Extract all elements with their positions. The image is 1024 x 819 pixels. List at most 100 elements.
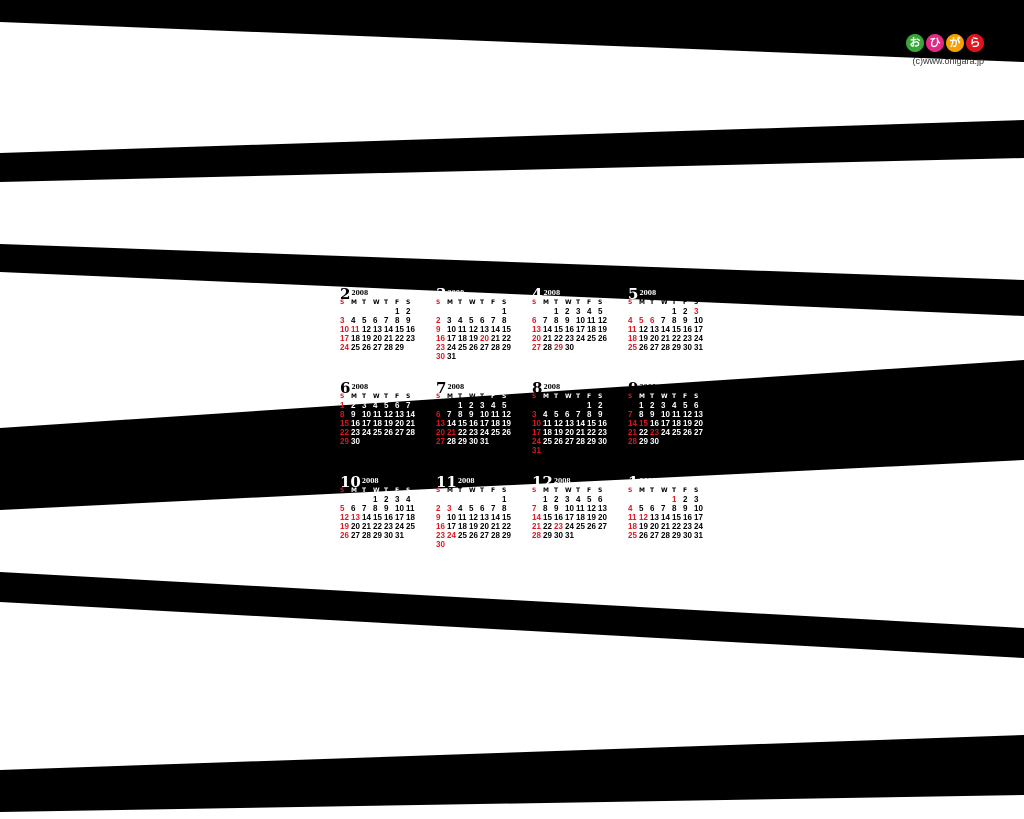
weekday-label: W [661, 487, 668, 494]
stripe-1 [0, 0, 1024, 62]
day-cell: 9 [683, 504, 688, 513]
day-cell: 26 [639, 531, 648, 540]
day-cell: 17 [565, 513, 574, 522]
day-cell: 27 [480, 343, 489, 352]
day-cell: 2 [436, 504, 441, 513]
day-cell: 30 [565, 343, 574, 352]
day-cell: 27 [650, 531, 659, 540]
empty-cell [554, 401, 565, 410]
weekday-label: T [650, 487, 655, 494]
day-cell: 9 [683, 316, 688, 325]
day-cell: 8 [373, 504, 378, 513]
day-cell: 6 [373, 316, 378, 325]
weekday-label: T [362, 393, 367, 400]
weekday-label: T [576, 299, 581, 306]
day-cell: 25 [628, 343, 637, 352]
day-cell: 21 [628, 428, 637, 437]
day-cell: 20 [395, 419, 404, 428]
weekday-label: S [628, 393, 633, 400]
weekday-label: S [532, 393, 537, 400]
day-cell: 21 [384, 334, 393, 343]
day-cell: 10 [576, 316, 585, 325]
day-cell: 9 [384, 504, 389, 513]
month-header: 102008 [340, 472, 422, 490]
day-cell: 28 [543, 343, 552, 352]
day-cell: 17 [532, 428, 541, 437]
day-cell: 2 [683, 495, 688, 504]
day-cell: 7 [661, 316, 666, 325]
day-cell: 10 [447, 513, 456, 522]
day-cell: 7 [384, 316, 389, 325]
day-cell: 30 [469, 437, 478, 446]
day-cell: 30 [436, 540, 445, 549]
day-cell: 13 [694, 410, 703, 419]
month-number: 8 [532, 379, 543, 397]
day-cell: 17 [576, 325, 585, 334]
month-year: 2008 [351, 384, 369, 391]
day-cell: 15 [502, 513, 511, 522]
month-number: 11 [436, 473, 457, 491]
weekday-label: T [480, 299, 485, 306]
day-cell: 30 [554, 531, 563, 540]
day-cell: 16 [436, 522, 445, 531]
day-cell: 18 [351, 334, 360, 343]
day-cell: 23 [351, 428, 360, 437]
day-cell: 12 [554, 419, 563, 428]
day-cell: 24 [576, 334, 585, 343]
day-cell: 9 [469, 410, 474, 419]
day-cell: 7 [576, 410, 581, 419]
day-cell: 26 [469, 343, 478, 352]
day-cell: 31 [694, 343, 703, 352]
day-cell: 15 [458, 419, 467, 428]
day-cell: 23 [565, 334, 574, 343]
day-cell: 22 [502, 522, 511, 531]
day-cell: 28 [628, 437, 637, 446]
weekday-label: F [587, 299, 592, 306]
day-cell: 21 [661, 522, 670, 531]
month-year: 2008 [543, 384, 561, 391]
weekday-label: M [351, 393, 357, 400]
empty-cell [447, 495, 458, 504]
day-cell: 7 [661, 504, 666, 513]
day-cell: 26 [587, 522, 596, 531]
month-number: 5 [628, 285, 639, 303]
weekday-label: S [406, 299, 411, 306]
weekday-label: T [672, 487, 677, 494]
day-cell: 5 [340, 504, 345, 513]
day-cell: 15 [543, 513, 552, 522]
day-cell: 9 [406, 316, 411, 325]
weekday-label: W [469, 299, 476, 306]
day-cell: 27 [480, 531, 489, 540]
day-cell: 18 [628, 522, 637, 531]
day-cell: 11 [672, 410, 681, 419]
day-cell: 13 [650, 513, 659, 522]
day-cell: 11 [373, 410, 382, 419]
day-cell: 2 [554, 495, 559, 504]
day-cell: 18 [458, 334, 467, 343]
day-cell: 4 [672, 401, 677, 410]
day-cell: 20 [373, 334, 382, 343]
month-year: 2008 [351, 290, 369, 297]
day-cell: 6 [480, 316, 485, 325]
day-cell: 27 [351, 531, 360, 540]
empty-cell [650, 495, 661, 504]
month-year: 2009 [639, 478, 657, 485]
day-cell: 2 [650, 401, 655, 410]
day-cell: 18 [406, 513, 415, 522]
month-header: 92008 [628, 378, 710, 396]
day-cell: 4 [351, 316, 356, 325]
day-cell: 8 [639, 410, 644, 419]
weekday-label: F [395, 393, 400, 400]
weekday-label: F [587, 487, 592, 494]
empty-cell [628, 495, 639, 504]
day-cell: 21 [532, 522, 541, 531]
month-number: 2 [340, 285, 351, 303]
weekday-label: S [532, 299, 537, 306]
day-cell: 26 [502, 428, 511, 437]
weekday-label: S [406, 393, 411, 400]
